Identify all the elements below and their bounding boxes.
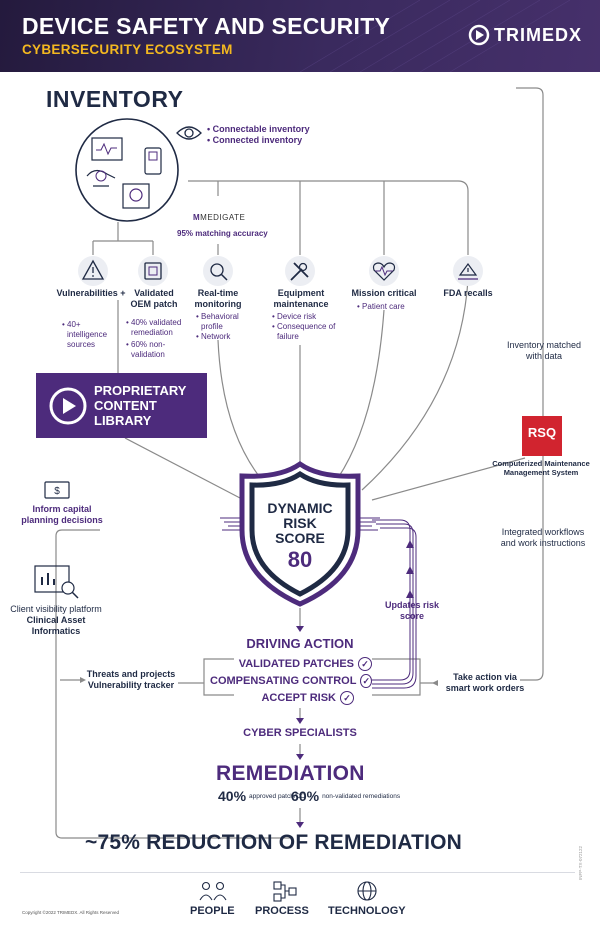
proprietary-content-library: PROPRIETARY CONTENT LIBRARY xyxy=(36,373,207,438)
library-title: PROPRIETARY CONTENT LIBRARY xyxy=(94,383,186,428)
vulnerabilities-bullets: • 40+ intelligence sources xyxy=(62,320,120,350)
svg-text:$: $ xyxy=(54,486,60,497)
monitoring-label: Real-time monitoring xyxy=(194,288,242,309)
action-validated-patches: VALIDATED PATCHES ✓ xyxy=(210,656,372,672)
rsq-logo: RSQ xyxy=(522,416,562,456)
footer-divider xyxy=(20,872,575,873)
page-title: DEVICE SAFETY AND SECURITY xyxy=(22,13,391,39)
stat-approved-value: 40% xyxy=(218,788,247,804)
bullet-validated: 40% validated remediation xyxy=(131,318,182,337)
warning-icon xyxy=(78,256,108,286)
risk-score-line2: RISK xyxy=(283,515,317,531)
legend-connected: Connected inventory xyxy=(212,135,303,145)
oem-patch-label: Validated OEM patch xyxy=(130,288,178,309)
analytics-icon xyxy=(34,565,79,599)
remediation-stats: 40% approved patch/CC 60% non-validated … xyxy=(218,788,401,804)
inventory-devices-circle xyxy=(75,118,179,222)
updates-risk-score-label: Updates risk score xyxy=(384,600,440,621)
check-icon: ✓ xyxy=(360,674,372,688)
cmms-label: Computerized Maintenance Management Syst… xyxy=(492,459,590,477)
bullet-device-risk: Device risk xyxy=(277,312,317,321)
legend-connectable: Connectable inventory xyxy=(212,124,310,134)
action-accept-risk: ACCEPT RISK ✓ xyxy=(210,690,354,706)
action-compensating-control: COMPENSATING CONTROL✓ xyxy=(210,673,372,689)
cyber-specialists-label: CYBER SPECIALISTS xyxy=(243,727,357,739)
mission-bullets: • Patient care xyxy=(357,302,405,311)
trimedx-logo-icon xyxy=(468,24,490,46)
workflows-label: Integrated workflows and work instructio… xyxy=(500,527,586,548)
client-platform-label: Client visibility platform Clinical Asse… xyxy=(4,604,108,637)
rsq-logo-text: RSQ xyxy=(527,425,557,440)
inventory-title: INVENTORY xyxy=(46,86,184,112)
risk-score-line3: SCORE xyxy=(275,530,325,546)
recall-icon xyxy=(453,256,483,286)
people-icon xyxy=(199,881,227,901)
stat-nonvalidated-label: non-validated remediations xyxy=(322,792,401,800)
take-action-label: Take action via smart work orders xyxy=(445,672,525,693)
check-icon: ✓ xyxy=(340,691,354,705)
library-line1: PROPRIETARY xyxy=(94,383,187,398)
footer-process: PROCESS xyxy=(255,905,309,917)
page-subtitle: CYBERSECURITY ECOSYSTEM xyxy=(22,42,233,57)
risk-score-value: 80 xyxy=(287,547,313,572)
client-platform-line2: Clinical Asset Informatics xyxy=(26,615,86,636)
header-banner: DEVICE SAFETY AND SECURITY CYBERSECURITY… xyxy=(0,0,600,72)
check-icon: ✓ xyxy=(358,657,372,671)
copyright: Copyright ©2022 TRIMEDX. All Rights Rese… xyxy=(22,910,120,915)
remediation-title: REMEDIATION xyxy=(216,762,365,785)
bullet-intel: 40+ intelligence sources xyxy=(67,320,108,349)
fda-label: FDA recalls xyxy=(443,288,493,298)
risk-score-line1: DYNAMIC xyxy=(267,500,333,516)
library-line3: LIBRARY xyxy=(94,413,152,428)
risk-score-shield xyxy=(220,460,380,607)
heartbeat-icon xyxy=(369,256,399,286)
action-label: ACCEPT RISK xyxy=(261,692,336,704)
stat-nonvalidated-value: 60% xyxy=(291,788,320,804)
bullet-consequence: Consequence of failure xyxy=(277,322,336,341)
equipment-bullets: • Device risk • Consequence of failure xyxy=(272,312,338,342)
monitoring-bullets: • Behavioral profile • Network xyxy=(196,312,256,342)
monitor-search-icon xyxy=(203,256,233,286)
bullet-network: Network xyxy=(201,332,231,341)
globe-icon xyxy=(357,881,377,901)
library-play-icon xyxy=(49,387,87,425)
money-icon: $ xyxy=(44,481,70,499)
client-platform-line1: Client visibility platform xyxy=(10,604,102,614)
equipment-label: Equipment maintenance xyxy=(273,288,329,309)
medigate-accuracy: 95% matching accuracy xyxy=(177,229,268,238)
library-line2: CONTENT xyxy=(94,398,157,413)
footer-technology: TECHNOLOGY xyxy=(328,905,406,917)
chip-patch-icon xyxy=(138,256,168,286)
mission-label: Mission critical xyxy=(351,288,417,298)
header-pattern xyxy=(300,0,571,72)
trimedx-logo: TRIMEDX xyxy=(468,24,582,46)
inventory-legend: • Connectable inventory • Connected inve… xyxy=(207,124,310,145)
vulnerabilities-label: Vulnerabilities + xyxy=(56,288,126,298)
risk-score-title: DYNAMIC RISK SCORE xyxy=(250,501,350,546)
capital-planning-label: Inform capital planning decisions xyxy=(21,504,103,525)
action-list: VALIDATED PATCHES✓ COMPENSATING CONTROL✓… xyxy=(210,656,372,706)
eye-icon xyxy=(176,126,202,140)
reduction-headline: ~75% REDUCTION OF REMEDIATION xyxy=(85,831,463,854)
bullet-behavioral: Behavioral profile xyxy=(201,312,239,331)
driving-action-title: DRIVING ACTION xyxy=(246,636,354,651)
threats-tracker-label: Threats and projects Vulnerability track… xyxy=(86,669,176,690)
stat-approved-label: approved patch/CC xyxy=(249,792,306,800)
bullet-patient-care: Patient care xyxy=(362,302,405,311)
medigate-name: MEDIGATE xyxy=(200,213,246,222)
wrench-icon xyxy=(285,256,315,286)
footer-people: PEOPLE xyxy=(190,905,235,917)
process-icon xyxy=(273,881,297,902)
doc-code: INFP-TX-072122 xyxy=(578,845,583,880)
oem-patch-bullets: • 40% validated remediation • 60% non-va… xyxy=(126,318,188,360)
inventory-matched-label: Inventory matched with data xyxy=(506,340,582,361)
action-label: VALIDATED PATCHES xyxy=(238,658,354,670)
action-label: COMPENSATING CONTROL xyxy=(210,675,357,687)
brand-name: TRIMEDX xyxy=(494,24,582,45)
bullet-nonvalidation: 60% non-validation xyxy=(131,340,166,359)
medigate-logo: MMEDIGATE xyxy=(193,213,246,222)
